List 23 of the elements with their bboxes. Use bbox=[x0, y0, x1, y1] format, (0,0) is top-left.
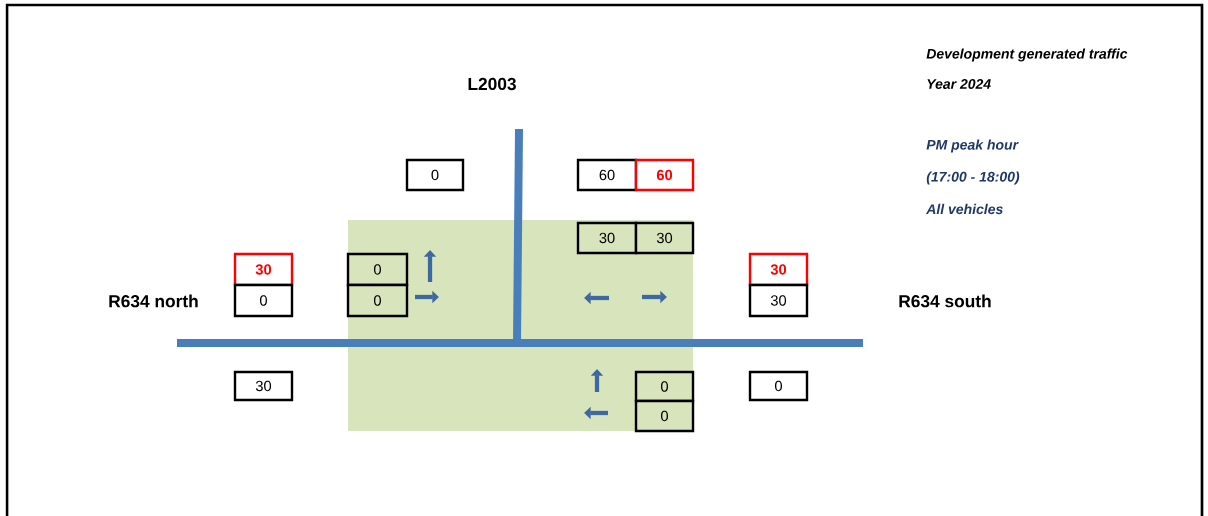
count-box: 30 bbox=[233, 252, 294, 287]
note-text: PM peak hour bbox=[926, 139, 1019, 153]
note-text: All vehicles bbox=[926, 203, 1003, 215]
note-text: Year 2024 bbox=[927, 79, 991, 89]
count-box: 30 bbox=[576, 221, 638, 255]
note-text: Development generated traffic bbox=[926, 48, 1128, 62]
count-box: 30 bbox=[634, 221, 695, 255]
count-box: 30 bbox=[748, 283, 809, 318]
count-box: 0 bbox=[405, 158, 465, 192]
road-name: R634 south bbox=[899, 294, 991, 308]
count-box: 30 bbox=[748, 252, 809, 287]
count-box: 0 bbox=[233, 283, 294, 318]
count-box: 60 bbox=[576, 158, 638, 192]
count-box: 0 bbox=[748, 370, 809, 402]
count-box: 60 bbox=[634, 158, 695, 192]
road-name: L2003 bbox=[468, 77, 516, 91]
count-box: 0 bbox=[346, 283, 409, 318]
count-box: 0 bbox=[634, 399, 695, 433]
count-box: 0 bbox=[634, 370, 695, 403]
road-name: R634 north bbox=[109, 294, 198, 308]
count-box: 30 bbox=[233, 370, 294, 402]
note-text: (17:00 - 18:00) bbox=[926, 171, 1020, 185]
count-box: 0 bbox=[346, 252, 409, 287]
